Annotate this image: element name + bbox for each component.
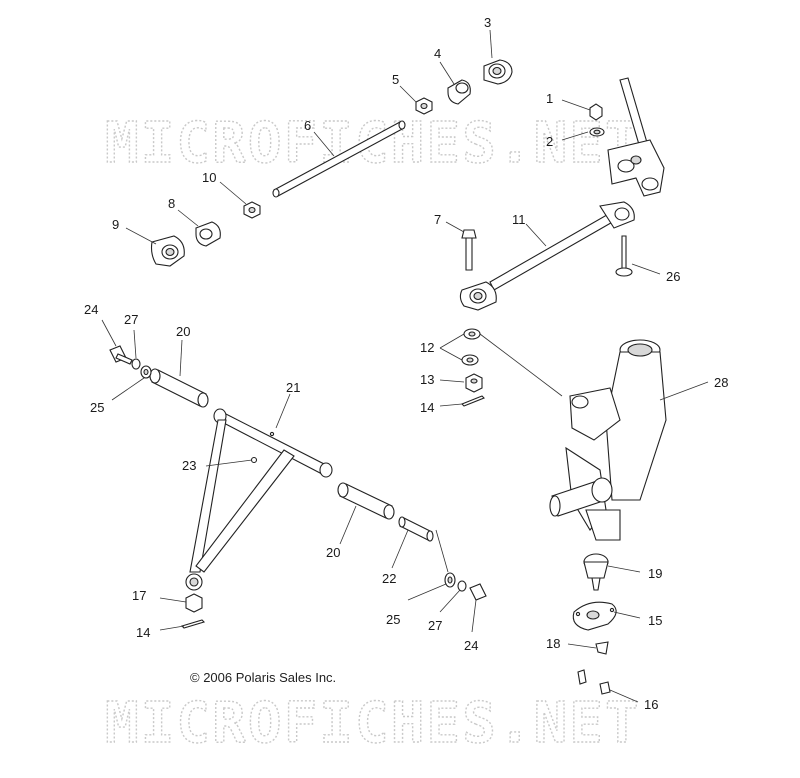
callout-27-upper: 27 [124,312,138,327]
callout-20-lower: 20 [326,545,340,560]
part-1-nut [589,103,603,121]
part-19-ball-joint [583,553,609,591]
callout-6: 6 [304,118,311,133]
callout-17: 17 [132,588,146,603]
callout-14-lower: 14 [136,625,150,640]
part-24-bolt-lower [469,583,487,601]
part-10-nut [243,201,261,219]
part-4-jam-nut [447,79,471,105]
part-28-spindle [549,339,667,541]
part-13-nut [465,373,483,393]
copyright-notice: © 2006 Polaris Sales Inc. [190,670,336,685]
part-20-pivot-tube-upper [149,368,209,408]
part-9-rod-end [150,235,185,267]
callout-25-lower: 25 [386,612,400,627]
callout-24-upper: 24 [84,302,98,317]
part-25-washer-lower [444,572,456,588]
part-7-bolt [461,229,477,271]
part-24-bolt-upper [109,345,133,365]
part-21-a-arm [185,408,333,591]
part-16-screws [577,669,611,695]
part-3-rod-end [483,59,513,85]
steering-post [607,77,665,197]
callout-19: 19 [648,566,662,581]
callout-10: 10 [202,170,216,185]
callout-16: 16 [644,697,658,712]
callout-12: 12 [420,340,434,355]
part-14-cotter-pin-upper [461,395,485,407]
callout-26: 26 [666,269,680,284]
callout-24-lower: 24 [464,638,478,653]
callouts: 3 4 5 6 1 2 10 8 9 7 11 26 12 13 14 28 1… [84,15,728,712]
callout-28: 28 [714,375,728,390]
part-15-plate [572,601,617,631]
part-11-tie-rod [459,201,635,311]
callout-21: 21 [286,380,300,395]
part-12-washers [461,328,481,366]
callout-18: 18 [546,636,560,651]
callout-20-upper: 20 [176,324,190,339]
callout-2: 2 [546,134,553,149]
part-18-retainer [595,641,609,655]
part-23-grease-fitting [250,456,258,464]
callout-9: 9 [112,217,119,232]
callout-8: 8 [168,196,175,211]
part-26-cotter-pin [615,235,633,277]
callout-11: 11 [512,212,526,227]
callout-13: 13 [420,372,434,387]
callout-23: 23 [182,458,196,473]
part-25-washer-upper [140,365,152,379]
part-27-washer-upper [131,358,141,370]
callout-14-upper: 14 [420,400,434,415]
callout-4: 4 [434,46,441,61]
callout-25-upper: 25 [90,400,104,415]
part-17-nut [185,593,203,613]
part-20-pivot-tube-lower [337,482,395,520]
part-2-washer [589,127,605,137]
callout-1: 1 [546,91,553,106]
part-6-tie-rod [272,120,406,198]
callout-7: 7 [434,212,441,227]
part-5-nut [415,97,433,115]
callout-3: 3 [484,15,491,30]
part-8-jam-nut [195,221,221,247]
callout-15: 15 [648,613,662,628]
callout-5: 5 [392,72,399,87]
callout-27-lower: 27 [428,618,442,633]
part-14-cotter-pin-lower [180,619,206,629]
part-22-bushing [398,516,434,542]
leader-lines [101,29,709,703]
watermark-bottom: MICROFICHES.NET [105,691,641,756]
callout-22: 22 [382,571,396,586]
part-27-washer-lower [457,580,467,592]
